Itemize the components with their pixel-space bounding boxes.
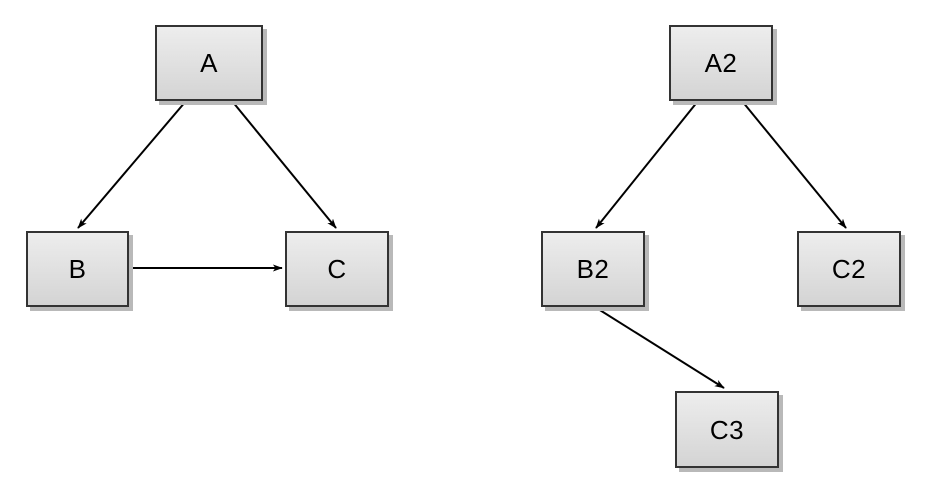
edge-a2-to-c2 <box>741 100 847 229</box>
node-label: C3 <box>709 414 745 445</box>
edge-a-to-c <box>231 100 337 229</box>
node-c3[interactable]: C3 <box>675 391 779 468</box>
edge-group <box>77 100 847 389</box>
node-b[interactable]: B <box>26 231 129 307</box>
node-a[interactable]: A <box>155 25 263 101</box>
node-label: B2 <box>576 254 610 284</box>
edge-a-to-b <box>77 100 187 229</box>
node-label: C <box>327 254 347 284</box>
node-b2[interactable]: B2 <box>541 231 645 307</box>
node-label: B <box>68 254 87 284</box>
node-label: C2 <box>831 254 867 284</box>
node-c[interactable]: C <box>285 231 389 307</box>
node-label: A2 <box>704 48 738 78</box>
edge-a2-to-b2 <box>595 100 699 229</box>
node-label: A <box>200 48 218 78</box>
edge-b2-to-c3 <box>594 306 725 389</box>
node-a2[interactable]: A2 <box>669 25 773 101</box>
node-c2[interactable]: C2 <box>797 231 901 307</box>
